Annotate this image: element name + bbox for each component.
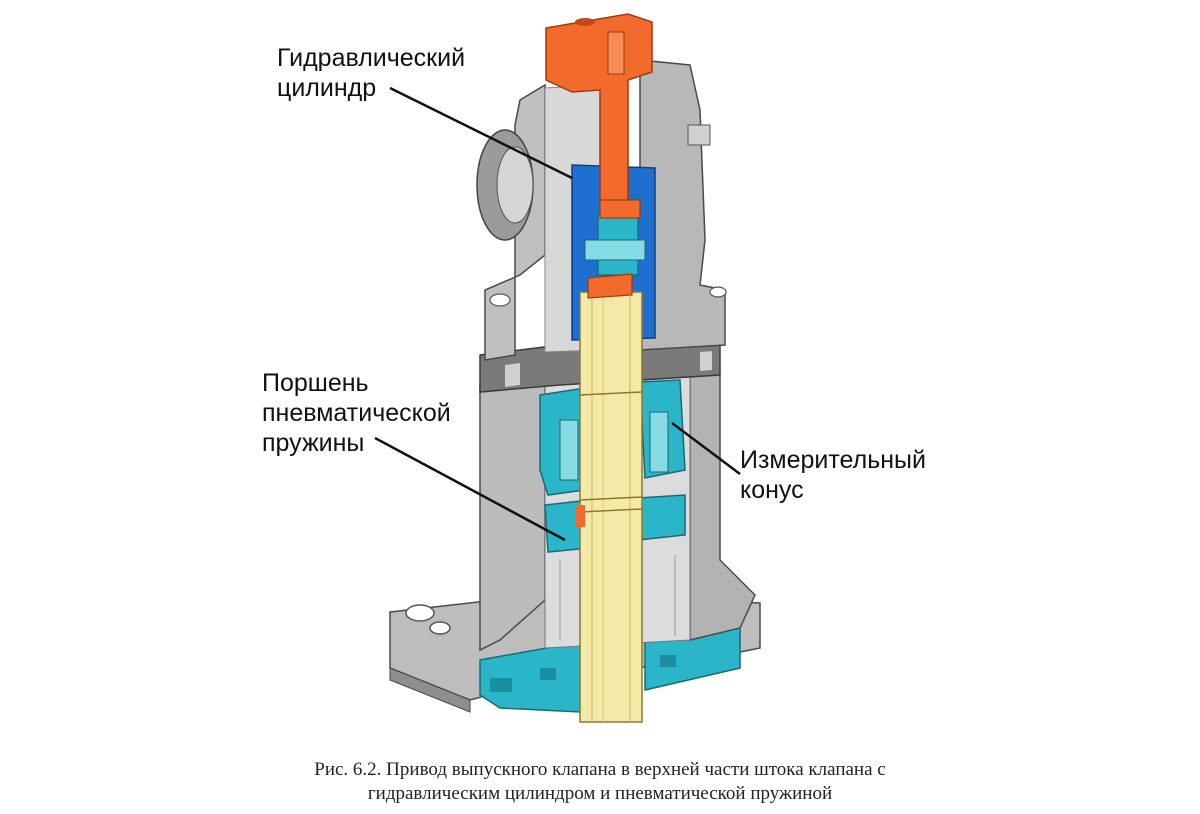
label-measuring-cone: Измерительный конус [740,445,926,505]
label-hydraulic-cylinder-line-1: Гидравлический [277,44,466,72]
label-spring-piston-line-2: пневматической [262,399,451,427]
figure-caption: Рис. 6.2. Привод выпускного клапана в ве… [0,758,1200,806]
leader-hydraulic-cylinder [389,86,573,180]
bottom-cyan-ring [479,627,741,713]
label-spring-piston: Поршень пневматической пружины [262,368,451,458]
label-spring-piston-line-1: Поршень [262,369,369,397]
hydraulic-piston-red [545,13,653,219]
label-hydraulic-cylinder-line-2: цилиндр [277,74,377,102]
leader-spring-piston [374,436,566,542]
figure-caption-line-2: гидравлическим цилиндром и пневматическо… [367,783,833,804]
valve-spindle [575,273,643,723]
label-hydraulic-cylinder: Гидравлический цилиндр [277,43,465,103]
upper-housing [476,59,727,361]
label-measuring-cone-line-1: Измерительный [740,446,926,474]
figure-caption-line-1: Рис. 6.2. Привод выпускного клапана в ве… [314,759,886,780]
leader-lines [374,86,741,542]
spring-chamber [539,379,686,553]
label-spring-piston-line-3: пружины [262,429,365,457]
leader-measuring-cone [671,422,741,475]
label-measuring-cone-line-2: конус [740,476,804,504]
